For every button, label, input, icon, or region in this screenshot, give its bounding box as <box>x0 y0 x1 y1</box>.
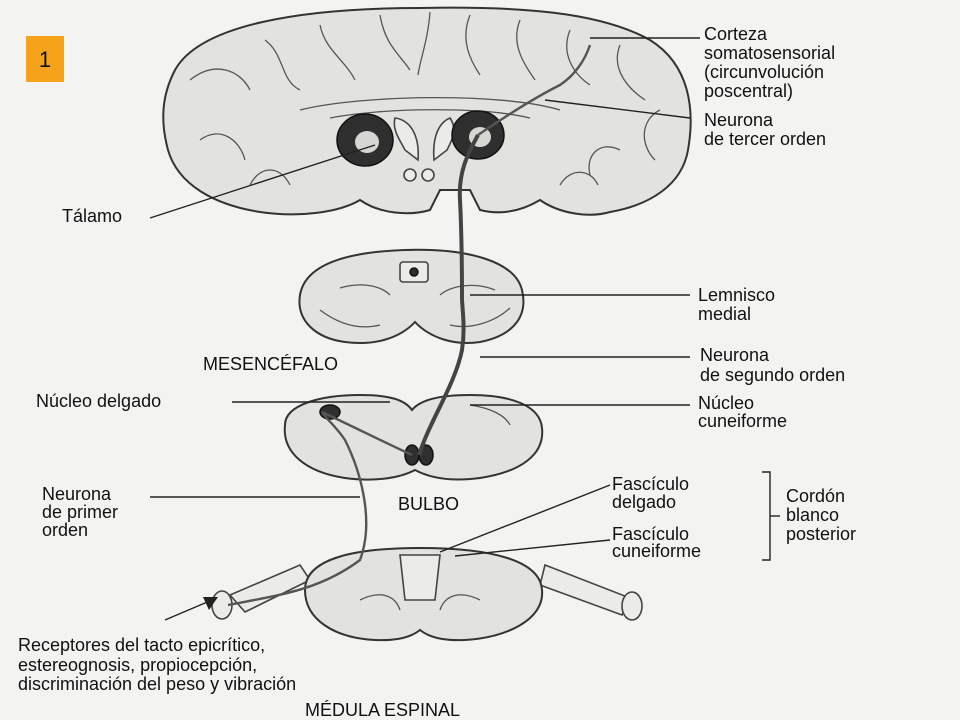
label-lemnisco-2: medial <box>698 304 751 324</box>
label-lemnisco-1: Lemnisco <box>698 285 775 305</box>
leader-lines <box>149 37 780 561</box>
label-fasciculo-cuneiforme-2: cuneiforme <box>612 541 701 561</box>
brain-coronal-section <box>162 6 692 216</box>
receptor-arrow <box>164 597 218 621</box>
label-fasciculo-delgado-2: delgado <box>612 492 676 512</box>
slide-number: 1 <box>39 47 51 72</box>
label-fasciculo-delgado-1: Fascículo <box>612 474 689 494</box>
label-neurona-primer-3: orden <box>42 520 88 540</box>
label-corteza-2: somatosensorial <box>704 43 835 63</box>
label-neurona-tercer-2: de tercer orden <box>704 129 826 149</box>
label-neurona-segundo-2: de segundo orden <box>700 365 845 385</box>
label-nucleo-delgado: Núcleo delgado <box>36 391 161 411</box>
label-cordon-2: blanco <box>786 505 839 525</box>
labels: Corteza somatosensorial (circunvolución … <box>18 24 856 720</box>
label-receptores-2: estereognosis, propiocepción, <box>18 655 257 675</box>
label-corteza-1: Corteza <box>704 24 768 44</box>
midbrain-section <box>298 248 525 344</box>
label-medula: MÉDULA ESPINAL <box>305 700 460 720</box>
label-receptores-3: discriminación del peso y vibración <box>18 674 296 694</box>
label-corteza-3: (circunvolución <box>704 62 824 82</box>
label-neurona-tercer-1: Neurona <box>704 110 774 130</box>
medulla-section <box>283 393 544 481</box>
label-receptores-1: Receptores del tacto epicrítico, <box>18 635 265 655</box>
label-fasciculo-cuneiforme-1: Fascículo <box>612 524 689 544</box>
label-cordon-1: Cordón <box>786 486 845 506</box>
neural-pathway <box>227 44 592 607</box>
label-bulbo: BULBO <box>398 494 459 514</box>
label-mesencefalo: MESENCÉFALO <box>203 354 338 374</box>
label-nucleo-cuneiforme-2: cuneiforme <box>698 411 787 431</box>
label-neurona-segundo-1: Neurona <box>700 345 770 365</box>
label-nucleo-cuneiforme-1: Núcleo <box>698 393 754 413</box>
label-cordon-3: posterior <box>786 524 856 544</box>
spinal-cord-section <box>211 546 643 642</box>
label-neurona-primer-2: de primer <box>42 502 118 522</box>
label-talamo: Tálamo <box>62 206 122 226</box>
label-corteza-4: poscentral) <box>704 81 793 101</box>
label-neurona-primer-1: Neurona <box>42 484 112 504</box>
slide-number-badge: 1 <box>26 36 64 82</box>
